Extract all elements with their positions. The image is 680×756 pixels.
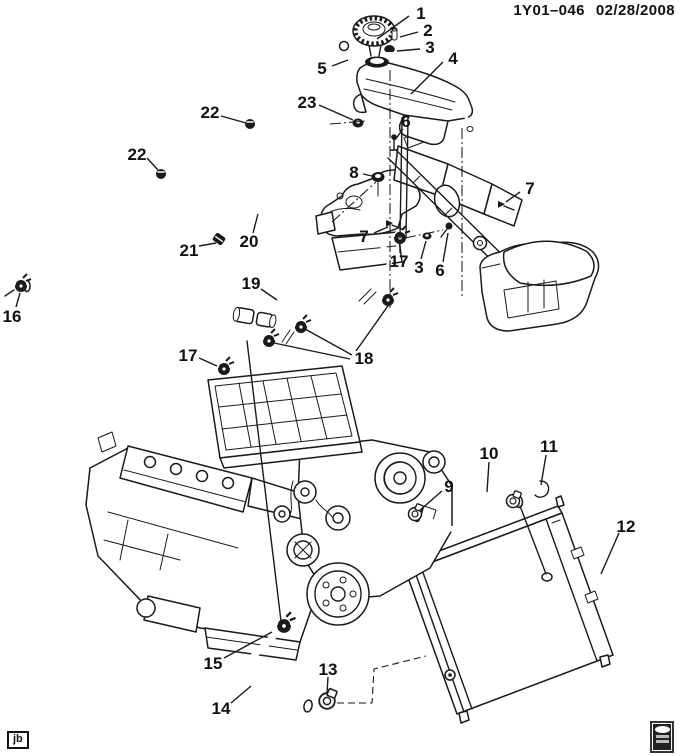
callout-5: 5 (317, 59, 326, 78)
callout-leader-line (376, 15, 410, 40)
callout-4: 4 (448, 49, 458, 68)
pipe-clip-nut (245, 119, 255, 129)
callout-leader-line (223, 631, 273, 659)
construction-lines (246, 70, 463, 622)
callout-22: 22 (128, 145, 147, 164)
callout-leader-line (260, 288, 278, 301)
callout-leader-line (410, 61, 444, 95)
callout-leader-line (146, 157, 159, 171)
bolt (390, 134, 398, 151)
callout-20: 20 (240, 232, 259, 251)
callout-leader-line (540, 454, 547, 486)
callout-6: 6 (401, 112, 410, 131)
heater-hose (23, 238, 399, 345)
callout-leader-line (230, 685, 252, 704)
callout-7: 7 (359, 227, 368, 246)
vent-pipe (156, 114, 364, 246)
hose-connector-sleeves (232, 306, 277, 329)
screw (498, 201, 515, 211)
cap-pin (391, 27, 398, 41)
callout-leader-line (331, 59, 349, 67)
callout-leader-line (394, 128, 404, 141)
callout-leader-line (420, 240, 427, 260)
callout-13: 13 (319, 660, 338, 679)
clamp-icon (318, 687, 339, 710)
callout-6: 6 (435, 261, 444, 280)
callout-18: 18 (355, 349, 374, 368)
engine-assembly (85, 365, 453, 661)
callout-leader-line (373, 226, 389, 234)
callout-leader-line (505, 191, 521, 203)
callout-19: 19 (242, 274, 261, 293)
callout-leader-line (198, 242, 217, 247)
coolant-reservoir (338, 15, 474, 146)
lower-radiator-hose (247, 631, 427, 713)
clamp-icon (217, 356, 235, 376)
callout-14: 14 (212, 699, 231, 718)
callout-leader-line (326, 676, 329, 694)
grommet (371, 172, 385, 197)
hose-clamps (4, 225, 523, 710)
drawing-number: 1Y01–046 (513, 2, 585, 19)
callout-22: 22 (201, 103, 220, 122)
callout-leader-line (304, 328, 353, 356)
cap-clip (384, 45, 395, 52)
callout-16: 16 (3, 307, 22, 326)
pipe-end-cap (212, 232, 226, 246)
callout-23: 23 (298, 93, 317, 112)
callout-leader-line (418, 490, 443, 512)
callout-leader-line (600, 532, 620, 575)
stamp-text-row (655, 735, 669, 738)
callout-2: 2 (423, 21, 432, 40)
callout-leader-line (220, 115, 247, 124)
parts-catalog-stamp-icon (650, 721, 674, 753)
callout-8: 8 (349, 163, 358, 182)
callout-12: 12 (617, 517, 636, 536)
callout-leader-line (396, 48, 421, 52)
hose-spring-clip (534, 480, 550, 498)
callout-3: 3 (414, 258, 423, 277)
callout-leader-line (362, 173, 373, 177)
callout-10: 10 (480, 444, 499, 463)
drawing-header: 1Y01–046 02/28/2008 (502, 2, 675, 19)
callout-leader-line (486, 461, 490, 493)
callout-1: 1 (416, 4, 425, 23)
bolt (440, 222, 453, 238)
callout-leader-line (198, 357, 218, 367)
stamp-inner (653, 724, 671, 750)
callout-leader-line (399, 31, 419, 38)
callout-11: 11 (540, 437, 558, 456)
drawing-date: 02/28/2008 (595, 2, 675, 19)
callout-leader-line (355, 302, 391, 352)
drafter-initials-box: jb (7, 731, 29, 749)
callout-leader-line (318, 104, 354, 121)
callout-3: 3 (425, 38, 434, 57)
callout-15: 15 (204, 654, 223, 673)
callout-7: 7 (525, 179, 534, 198)
drafter-initials: jb (13, 733, 23, 745)
stamp-text-row (655, 740, 669, 743)
callout-9: 9 (444, 477, 453, 496)
callout-17: 17 (390, 252, 409, 271)
callout-leader-line (442, 232, 449, 263)
callout-leader-line (15, 292, 21, 308)
callout-21: 21 (180, 241, 199, 260)
stamp-oval (654, 726, 670, 733)
pipe-nut (156, 169, 166, 179)
callout-leader-line (252, 213, 259, 234)
callout-17: 17 (179, 346, 198, 365)
callout-leader-line (273, 342, 351, 360)
overflow-hose (338, 40, 361, 75)
